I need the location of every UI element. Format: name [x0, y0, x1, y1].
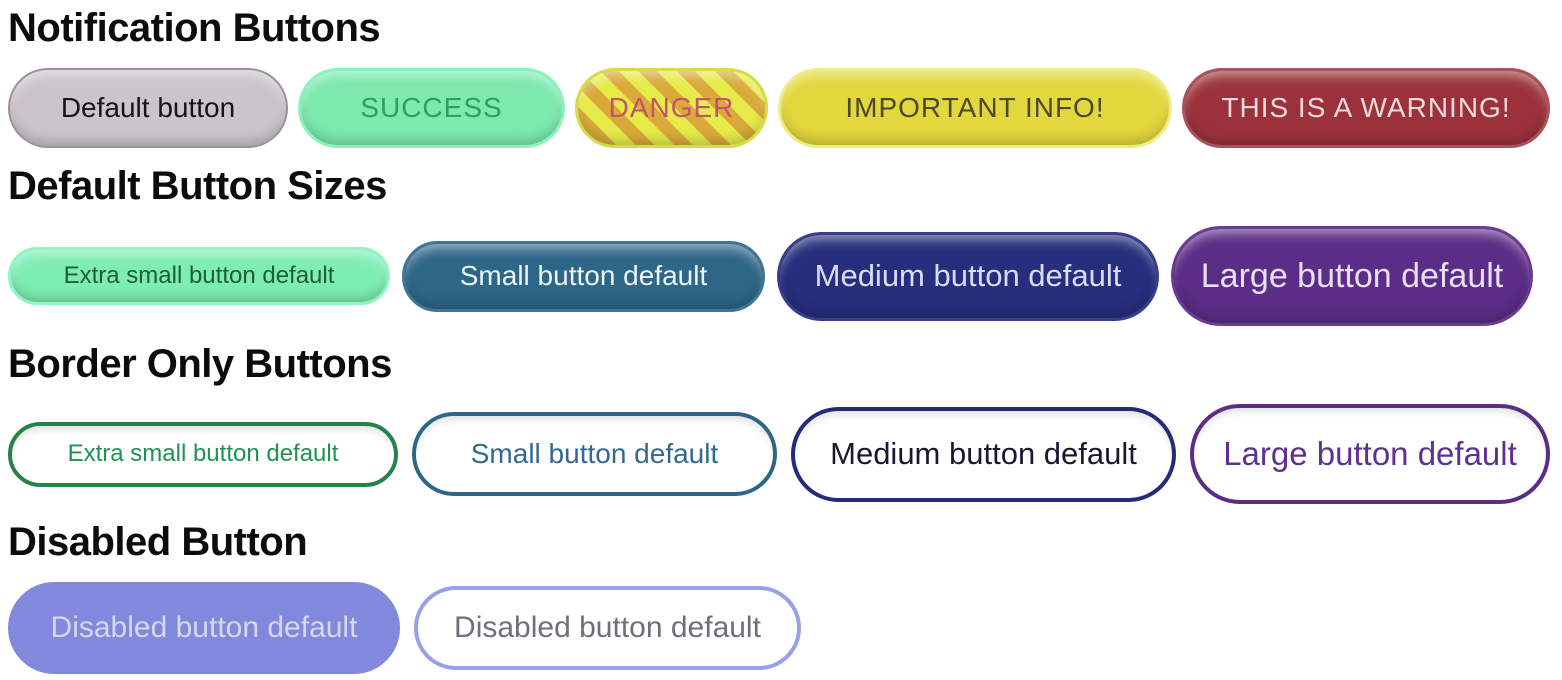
size-medium-button[interactable]: Medium button default	[777, 231, 1159, 321]
border-extra-small-button[interactable]: Extra small button default	[8, 421, 398, 487]
section-title-default-button-sizes: Default Button Sizes	[8, 164, 387, 208]
disabled-button-section: Disabled Button Disabled button default …	[8, 518, 1562, 674]
section-title-notification-buttons: Notification Buttons	[8, 6, 381, 50]
disabled-buttons-row: Disabled button default Disabled button …	[8, 582, 1562, 674]
border-medium-button[interactable]: Medium button default	[791, 406, 1176, 502]
size-large-button[interactable]: Large button default	[1171, 226, 1533, 326]
disabled-border-button: Disabled button default	[414, 586, 801, 670]
default-button-sizes-section: Default Button Sizes Extra small button …	[8, 162, 1562, 326]
disabled-filled-button: Disabled button default	[8, 582, 400, 674]
notification-success-button[interactable]: SUCCESS	[298, 68, 565, 148]
size-small-button[interactable]: Small button default	[402, 240, 765, 312]
section-title-disabled-button: Disabled Button	[8, 520, 308, 564]
border-small-button[interactable]: Small button default	[412, 412, 777, 496]
notification-default-button[interactable]: Default button	[8, 68, 288, 148]
notification-important-info-button[interactable]: IMPORTANT INFO!	[778, 68, 1172, 148]
notification-buttons-section: Notification Buttons Default button SUCC…	[8, 4, 1562, 148]
default-button-sizes-row: Extra small button default Small button …	[8, 226, 1562, 326]
border-only-buttons-row: Extra small button default Small button …	[8, 404, 1562, 504]
notification-buttons-row: Default button SUCCESS DANGER IMPORTANT …	[8, 68, 1562, 148]
notification-danger-button[interactable]: DANGER	[575, 68, 768, 148]
size-extra-small-button[interactable]: Extra small button default	[8, 247, 390, 305]
notification-warning-button[interactable]: THIS IS A WARNING!	[1182, 68, 1550, 148]
section-title-border-only-buttons: Border Only Buttons	[8, 342, 392, 386]
border-only-buttons-section: Border Only Buttons Extra small button d…	[8, 340, 1562, 504]
border-large-button[interactable]: Large button default	[1190, 404, 1550, 504]
